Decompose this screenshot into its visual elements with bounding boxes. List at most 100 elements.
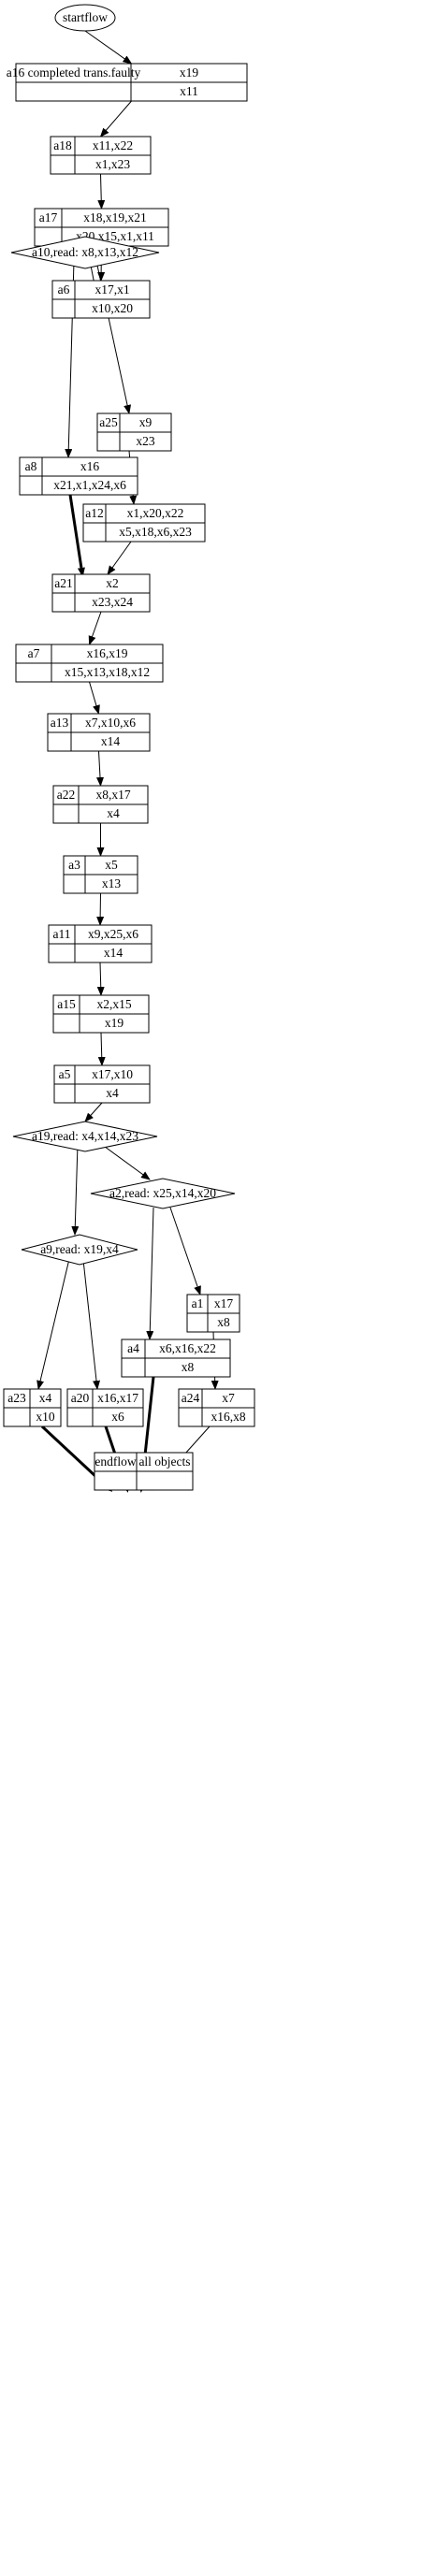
edge-a13-to-a22 bbox=[96, 750, 105, 787]
edge-a5-to-d19 bbox=[84, 1102, 103, 1122]
activity-a18: a18 x11,x22 x1,x23 bbox=[50, 136, 152, 175]
startflow-node: startflow bbox=[54, 4, 116, 32]
activity-top-value: x9 bbox=[139, 415, 153, 429]
edge-d2-to-a4 bbox=[146, 1207, 154, 1340]
edge-a7-to-a13 bbox=[89, 681, 100, 715]
activity-bottom-value: x13 bbox=[102, 876, 122, 890]
activity-top-value: x5 bbox=[105, 858, 118, 872]
activity-a6: a6 x17,x1 x10,x20 bbox=[51, 280, 151, 319]
activity-name: a3 bbox=[68, 858, 80, 872]
activity-name: a11 bbox=[53, 927, 71, 941]
edge-a15-to-a5 bbox=[97, 1032, 106, 1066]
edge-d2-to-a1 bbox=[169, 1207, 201, 1295]
decision-label: a2,read: x25,x14,x20 bbox=[109, 1186, 216, 1200]
activity-bottom-value: x23 bbox=[136, 434, 155, 448]
decision-label: a10,read: x8,x13,x12 bbox=[32, 245, 138, 259]
decision-d2: a2,read: x25,x14,x20 bbox=[90, 1178, 236, 1209]
decision-diamond bbox=[10, 236, 160, 269]
activity-a23: a23 x4 x10 bbox=[3, 1388, 62, 1427]
activity-name: a1 bbox=[192, 1296, 204, 1310]
activity-bottom-value: x4 bbox=[107, 806, 120, 820]
activity-name: a18 bbox=[53, 138, 72, 152]
decision-d19: a19,read: x4,x14,x23 bbox=[12, 1121, 158, 1152]
activity-top-value: x16,x19 bbox=[87, 646, 128, 660]
activity-a22: a22 x8,x17 x4 bbox=[52, 785, 149, 824]
activity-top-value: x6,x16,x22 bbox=[159, 1341, 216, 1355]
activity-bottom-value: x21,x1,x24,x6 bbox=[53, 478, 126, 492]
activity-bottom-value: x10 bbox=[36, 1410, 55, 1424]
activity-a25: a25 x9 x23 bbox=[96, 412, 172, 452]
activity-name: a24 bbox=[182, 1391, 200, 1405]
activity-top-value: x11,x22 bbox=[93, 138, 133, 152]
activity-bottom-value: x19 bbox=[105, 1016, 124, 1030]
activity-name: a23 bbox=[7, 1391, 26, 1405]
activity-bottom-value: x8 bbox=[182, 1360, 195, 1374]
activity-a11: a11 x9,x25,x6 x14 bbox=[48, 924, 153, 963]
edge-a18-to-a17 bbox=[97, 173, 106, 210]
activity-name: a4 bbox=[127, 1341, 139, 1355]
nodes-layer: startflow a16 completed trans.faulty x19 x1… bbox=[3, 4, 255, 1491]
activity-name: a20 bbox=[71, 1391, 90, 1405]
edge-a16-to-a18 bbox=[99, 100, 132, 137]
activity-bottom-value: x23,x24 bbox=[92, 595, 133, 609]
activity-name: a15 bbox=[57, 997, 76, 1011]
activity-name: a12 bbox=[85, 506, 104, 520]
activity-top-value: x17,x1 bbox=[94, 282, 129, 297]
activity-a15: a15 x2,x15 x19 bbox=[52, 994, 150, 1034]
activity-top-value: x19 bbox=[180, 65, 199, 80]
activity-a3: a3 x5 x13 bbox=[63, 855, 138, 894]
activity-bottom-value: x1,x23 bbox=[95, 157, 130, 171]
activity-a12: a12 x1,x20,x22 x5,x18,x6,x23 bbox=[82, 503, 206, 543]
activity-bottom-value: x11 bbox=[180, 84, 198, 98]
edge-d19-to-d2 bbox=[100, 1143, 151, 1180]
activity-bottom-value: x4 bbox=[106, 1086, 119, 1100]
activity-a16: a16 completed trans.faulty x19 x11 bbox=[7, 63, 248, 102]
activity-top-value: x7 bbox=[222, 1391, 235, 1405]
start-ellipse bbox=[54, 4, 116, 32]
edge-a21-to-a7 bbox=[88, 611, 102, 645]
activity-top-value: all objects bbox=[138, 1454, 190, 1469]
activity-name: a8 bbox=[25, 459, 37, 473]
decision-d9: a9,read: x19,x4 bbox=[21, 1234, 138, 1266]
activity-name: endflow bbox=[94, 1454, 136, 1469]
activity-a24: a24 x7 x16,x8 bbox=[178, 1388, 255, 1427]
edge-a8-to-a21 bbox=[68, 494, 85, 577]
decision-d10: a10,read: x8,x13,x12 bbox=[10, 236, 160, 269]
activity-top-value: x17 bbox=[214, 1296, 234, 1310]
activity-top-value: x2,x15 bbox=[96, 997, 131, 1011]
activity-top-value: x16 bbox=[80, 459, 100, 473]
activity-top-value: x4 bbox=[39, 1391, 52, 1405]
activity-name: a16 completed trans.faulty bbox=[7, 65, 141, 80]
edge-start-to-a16 bbox=[84, 30, 133, 65]
startflow-label: startflow bbox=[63, 10, 108, 24]
activity-top-value: x1,x20,x22 bbox=[127, 506, 184, 520]
activity-bottom-value: x5,x18,x6,x23 bbox=[119, 525, 192, 539]
activity-top-value: x18,x19,x21 bbox=[83, 210, 147, 224]
activity-bottom-value: x14 bbox=[101, 734, 121, 748]
activity-a4: a4 x6,x16,x22 x8 bbox=[121, 1339, 231, 1378]
activity-bottom-value: x16,x8 bbox=[211, 1410, 245, 1424]
decision-label: a9,read: x19,x4 bbox=[40, 1242, 119, 1256]
activity-name: a13 bbox=[51, 716, 69, 730]
activity-top-value: x9,x25,x6 bbox=[88, 927, 138, 941]
decision-diamond bbox=[12, 1121, 158, 1152]
activity-top-value: x16,x17 bbox=[97, 1391, 138, 1405]
activity-name: a22 bbox=[57, 788, 76, 802]
edge-a12-to-a21 bbox=[107, 541, 132, 575]
activity-name: a17 bbox=[39, 210, 58, 224]
activity-top-value: x8,x17 bbox=[95, 788, 130, 802]
edge-d9-to-a20 bbox=[82, 1259, 101, 1390]
activity-bottom-value: x14 bbox=[104, 946, 124, 960]
activity-name: a6 bbox=[58, 282, 70, 297]
activity-bottom-value: x10,x20 bbox=[92, 301, 133, 315]
activity-name: a21 bbox=[54, 576, 73, 590]
activity-bottom-value: x15,x13,x18,x12 bbox=[65, 665, 150, 679]
activity-name: a25 bbox=[99, 415, 118, 429]
edge-d19-to-d9 bbox=[71, 1143, 80, 1236]
decision-diamond bbox=[90, 1178, 236, 1209]
